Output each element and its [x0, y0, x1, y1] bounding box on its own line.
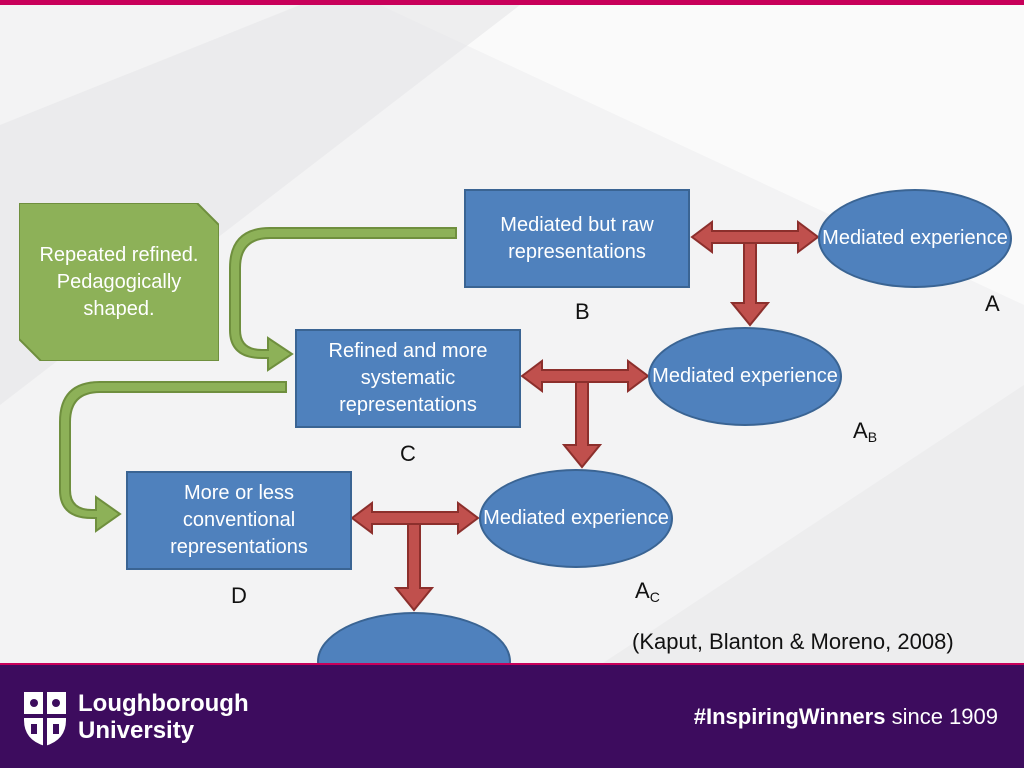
note-shape: Repeated refined. Pedagogically shaped.: [19, 203, 219, 361]
red-arrow-group-b: [690, 220, 820, 327]
footer-slogan: #InspiringWinners since 1909: [694, 704, 998, 730]
green-curve-arrow-lower: [59, 381, 287, 533]
red-arrow-group-d: [350, 501, 480, 612]
university-line-1: Loughborough: [78, 690, 249, 717]
slogan-since: since 1909: [885, 704, 998, 729]
label-a: A: [985, 291, 1000, 316]
box-conventional: More or less conventional representation…: [126, 471, 352, 570]
label-ac-sub: C: [649, 589, 660, 605]
red-arrow-group-c: [520, 359, 650, 469]
note-text: Repeated refined. Pedagogically shaped.: [39, 243, 199, 320]
footer-bar: [0, 665, 1024, 768]
ellipse-mediated-experience-ab: Mediated experience: [648, 327, 842, 426]
box-mediated-raw: Mediated but raw representations: [464, 189, 690, 288]
label-ab-main: A: [853, 418, 868, 443]
label-ab-sub: B: [867, 429, 878, 445]
top-accent-bar: [0, 0, 1024, 5]
ellipse-mediated-experience-a: Mediated experience: [818, 189, 1012, 288]
ellipse-mediated-experience-ac: Mediated experience: [479, 469, 673, 568]
label-d: D: [231, 583, 247, 608]
green-curve-arrow-upper: [229, 227, 457, 372]
label-c: C: [400, 441, 416, 466]
label-ab: AB: [853, 418, 878, 445]
label-b: B: [575, 299, 590, 324]
university-crest-icon: [24, 692, 66, 746]
label-ac: AC: [635, 578, 660, 605]
citation: (Kaput, Blanton & Moreno, 2008): [632, 629, 954, 654]
box-refined-systematic: Refined and more systematic representati…: [295, 329, 521, 428]
university-name: Loughborough University: [78, 690, 249, 744]
university-line-2: University: [78, 717, 195, 744]
slogan-hashtag: #InspiringWinners: [693, 704, 886, 729]
label-ac-main: A: [635, 578, 650, 603]
